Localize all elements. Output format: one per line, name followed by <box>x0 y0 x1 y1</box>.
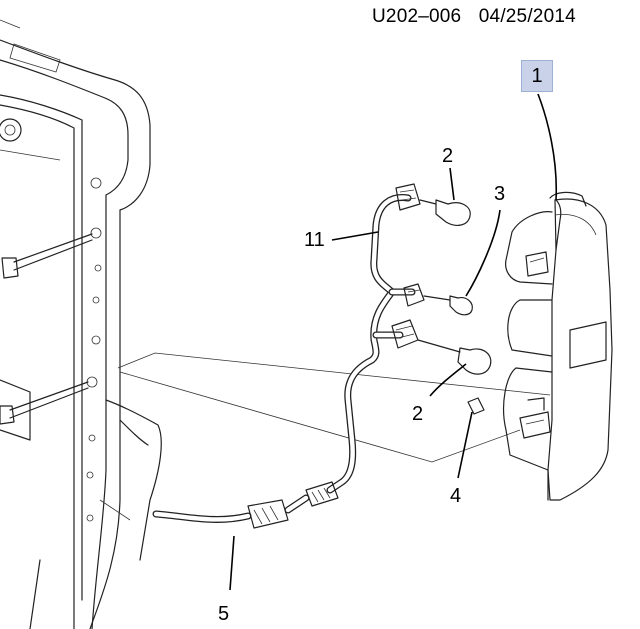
callout-2-upper-bulb: 2 <box>442 145 454 167</box>
tail-lamp-assembly <box>503 191 613 501</box>
mounting-reference-lines <box>117 352 551 463</box>
bulb-upper-icon <box>435 199 471 226</box>
callout-1-label: 1 <box>531 65 543 87</box>
callout-5-harness-extension: 5 <box>218 603 230 625</box>
vehicle-body-panel <box>0 19 162 629</box>
bulb-socket-lower <box>391 319 461 353</box>
callout-1-tail-lamp: 1 <box>521 60 553 92</box>
bulb-lower-icon <box>457 347 492 375</box>
diagram-code: U202–006 <box>372 6 462 27</box>
harness-extension <box>152 494 310 529</box>
callout-4-marker-bulb: 4 <box>450 485 462 507</box>
screw-icon <box>1 233 93 279</box>
callout-11-wiring-harness: 11 <box>304 229 325 251</box>
bulb-socket-middle <box>403 283 451 307</box>
diagram-date: 04/25/2014 <box>478 6 576 27</box>
marker-bulb-icon <box>467 397 485 415</box>
wiring-harness <box>326 193 416 494</box>
bulb-middle-icon <box>449 295 473 316</box>
callout-3-small-bulb: 3 <box>494 183 506 205</box>
bulb-socket-upper <box>395 183 437 211</box>
callout-2-lower-bulb: 2 <box>412 403 424 425</box>
harness-connector <box>305 481 339 507</box>
leader-lines <box>229 93 558 591</box>
screw-icon <box>0 381 89 425</box>
diagram-header: U202–006 04/25/2014 <box>372 6 576 28</box>
